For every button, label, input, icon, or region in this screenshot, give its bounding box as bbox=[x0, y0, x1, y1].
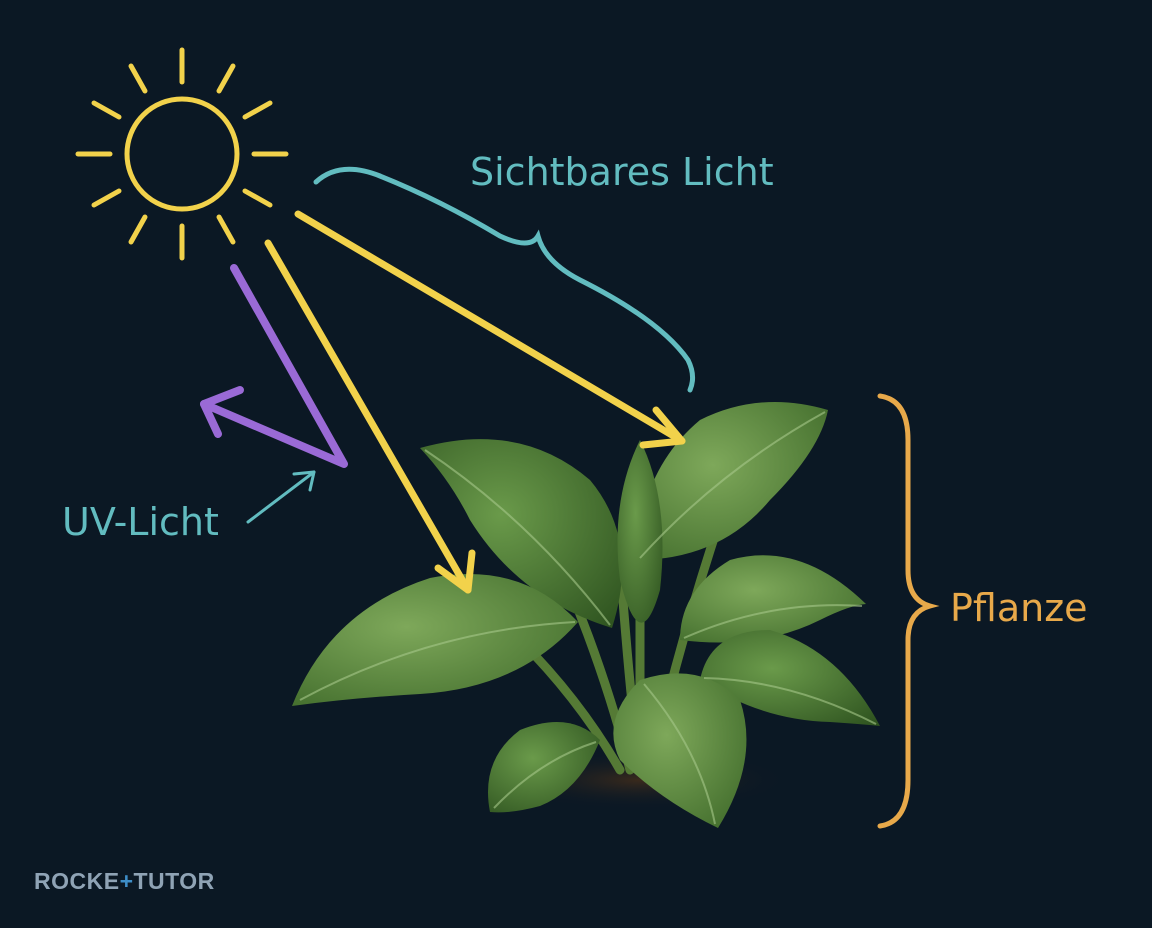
plant-illustration bbox=[292, 402, 880, 828]
leaf bbox=[292, 573, 578, 706]
leaf bbox=[617, 440, 663, 623]
leaf bbox=[700, 630, 880, 726]
leaf-veins bbox=[299, 411, 877, 825]
plant-bracket bbox=[877, 393, 940, 829]
visible-light-label: Sichtbares Licht bbox=[470, 150, 774, 194]
sun-rays bbox=[75, 47, 289, 261]
visible-light-arrows bbox=[264, 210, 686, 594]
visible-light-bracket bbox=[313, 166, 696, 393]
sun-icon bbox=[75, 47, 289, 261]
visible-light-arrow-right bbox=[294, 210, 686, 449]
logo-text-tutor: TUTOR bbox=[133, 868, 215, 894]
leaf bbox=[680, 555, 866, 643]
sun-disc bbox=[124, 96, 240, 212]
uv-arrow bbox=[200, 264, 348, 468]
logo-plus: + bbox=[119, 868, 134, 894]
logo-text-rocke: ROCKE bbox=[34, 868, 120, 894]
uv-pointer-arrow bbox=[246, 470, 316, 524]
leaf bbox=[613, 673, 747, 828]
leaf bbox=[420, 439, 623, 628]
brand-logo: ROCKE+TUTOR bbox=[34, 868, 215, 895]
uv-light-label: UV-Licht bbox=[62, 500, 219, 544]
plant-label: Pflanze bbox=[950, 586, 1088, 630]
visible-light-arrow-down bbox=[264, 239, 476, 594]
